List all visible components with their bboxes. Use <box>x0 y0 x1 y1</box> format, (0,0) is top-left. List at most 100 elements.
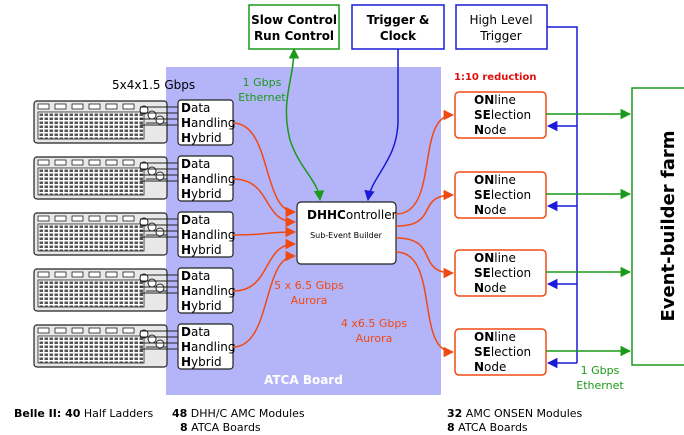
footer-col1-bold: Belle II: 40 <box>14 407 81 420</box>
footer-col3-line1-bold: 32 <box>447 407 462 420</box>
high-level-trigger-box: High Level Trigger <box>455 4 548 50</box>
controller-to-onsen-links <box>395 109 455 358</box>
aurora-2-line2: Aurora <box>356 332 393 345</box>
svg-text:Hybrid: Hybrid <box>181 355 222 369</box>
svg-text:ONline: ONline <box>474 173 516 187</box>
footer-col3-line2-bold: 8 <box>447 421 455 434</box>
svg-text:Node: Node <box>474 123 506 137</box>
gbps-ethernet-top-line2: Ethernet <box>238 91 286 104</box>
footer-col3-line1-rest: AMC ONSEN Modules <box>462 407 582 420</box>
onsen-word: line <box>494 251 516 265</box>
dhh-word: andling <box>191 228 235 242</box>
svg-text:8 ATCA Boards: 8 ATCA Boards <box>447 421 528 434</box>
onsen-word: line <box>494 330 516 344</box>
aurora-link <box>232 250 297 348</box>
slow-control-link <box>285 47 325 202</box>
dhh-initial: H <box>181 172 191 186</box>
atca-board-label: ATCA Board <box>264 373 343 387</box>
footer-col2-line1-bold: 48 <box>172 407 187 420</box>
aurora-link <box>232 226 297 238</box>
hlt-bus <box>547 26 578 363</box>
trigger-clock-box: Trigger & Clock <box>351 4 445 50</box>
dhh-word: ata <box>191 157 210 171</box>
svg-text:Node: Node <box>474 203 506 217</box>
dhh-word: andling <box>191 340 235 354</box>
svg-text:Handling: Handling <box>181 340 236 354</box>
dhh-initial: H <box>181 116 191 130</box>
dhh-controller-box: DHHController Sub-Event Builder <box>296 201 397 265</box>
onsen-input-link <box>395 251 455 358</box>
svg-text:Data: Data <box>181 269 210 283</box>
dhh-initial: D <box>181 213 191 227</box>
onsen-word: line <box>494 173 516 187</box>
dhh-initial: D <box>181 325 191 339</box>
dhh-initial: H <box>181 131 191 145</box>
gbps-ethernet-bottom-line1: 1 Gbps <box>581 364 620 377</box>
svg-text:8 ATCA Boards: 8 ATCA Boards <box>180 421 261 434</box>
svg-text:SElection: SElection <box>474 108 531 122</box>
footer-col2-line2-rest: ATCA Boards <box>188 421 261 434</box>
onsen-initial: SE <box>474 266 491 280</box>
footer-col2-line2-bold: 8 <box>180 421 188 434</box>
svg-text:SElection: SElection <box>474 266 531 280</box>
dhh-initial: H <box>181 243 191 257</box>
onsen-input-link <box>395 109 455 215</box>
svg-text:SElection: SElection <box>474 345 531 359</box>
dhh-word: andling <box>191 116 235 130</box>
label-5x4-gbps: 5x4x1.5 Gbps <box>112 78 195 92</box>
onsen-initial: SE <box>474 108 491 122</box>
svg-text:DHHController: DHHController <box>307 208 397 222</box>
detector-rows: DataHandlingHybridDataHandlingHybridData… <box>33 99 236 370</box>
dhh-to-controller-links <box>232 122 297 348</box>
onsen-word: ode <box>484 281 506 295</box>
onsen-nodes: ONlineSElectionNodeONlineSElectionNodeON… <box>454 91 547 376</box>
svg-text:Hybrid: Hybrid <box>181 299 222 313</box>
dhh-word: ata <box>191 101 210 115</box>
svg-text:Handling: Handling <box>181 172 236 186</box>
trigger-clock-line2: Clock <box>380 29 417 43</box>
footer-col3-line2-rest: ATCA Boards <box>455 421 528 434</box>
dhh-initial: H <box>181 340 191 354</box>
dhh-initial: H <box>181 187 191 201</box>
onsen-initial: ON <box>474 251 494 265</box>
onsen-input-link <box>395 189 455 227</box>
aurora-1-line2: Aurora <box>291 294 328 307</box>
svg-text:Handling: Handling <box>181 228 236 242</box>
onsen-initial: N <box>474 360 484 374</box>
dhh-word: ata <box>191 269 210 283</box>
slow-control-line2: Run Control <box>254 29 334 43</box>
dhh-initial: D <box>181 269 191 283</box>
svg-text:Belle II: 40 Half Ladders: Belle II: 40 Half Ladders <box>14 407 153 420</box>
onsen-word: lection <box>491 266 531 280</box>
svg-text:ONline: ONline <box>474 251 516 265</box>
slow-control-line1: Slow Control <box>251 13 337 27</box>
svg-text:ONline: ONline <box>474 93 516 107</box>
controller-title-bold: DHHC <box>307 208 346 222</box>
svg-text:ONline: ONline <box>474 330 516 344</box>
svg-text:Hybrid: Hybrid <box>181 243 222 257</box>
dhh-word: andling <box>191 172 235 186</box>
onsen-initial: ON <box>474 330 494 344</box>
controller-subtitle: Sub-Event Builder <box>310 231 383 240</box>
dhh-word: ybrid <box>191 355 222 369</box>
onsen-initial: N <box>474 203 484 217</box>
gbps-ethernet-bottom-line2: Ethernet <box>576 379 624 392</box>
footer-col2-line1-rest: DHH/C AMC Modules <box>187 407 305 420</box>
dhh-word: ybrid <box>191 131 222 145</box>
svg-text:Handling: Handling <box>181 116 236 130</box>
dhh-initial: H <box>181 284 191 298</box>
onsen-initial: ON <box>474 93 494 107</box>
aurora-link <box>232 122 297 218</box>
event-builder-box: Event-builder farm <box>631 87 684 366</box>
dhh-word: ata <box>191 325 210 339</box>
dhh-word: ybrid <box>191 299 222 313</box>
svg-text:SElection: SElection <box>474 188 531 202</box>
aurora-2-line1: 4 x6.5 Gbps <box>341 317 407 330</box>
onsen-word: lection <box>491 345 531 359</box>
